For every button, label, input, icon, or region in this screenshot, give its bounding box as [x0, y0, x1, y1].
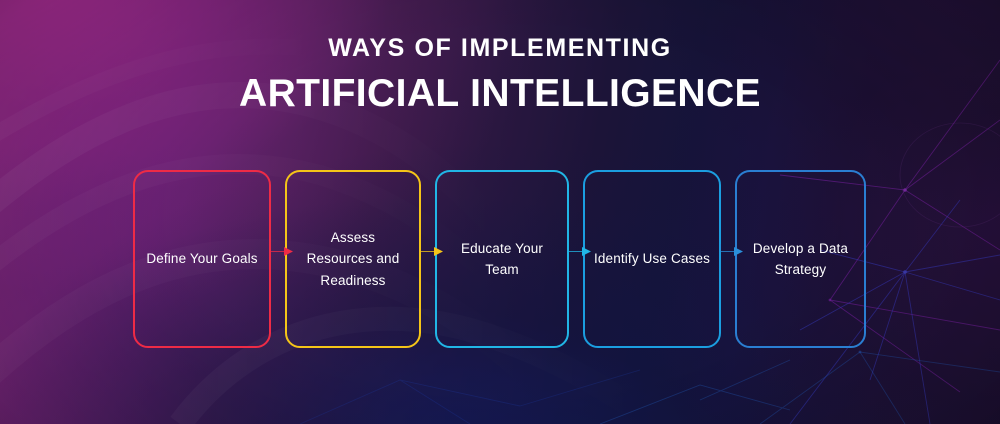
flow-step-card-4[interactable]: Identify Use Cases	[583, 170, 721, 348]
flow-arrow-icon-4	[720, 240, 744, 262]
process-flow: Define Your Goals Assess Resources and R…	[0, 170, 1000, 348]
title-line-2: ARTIFICIAL INTELLIGENCE	[239, 72, 761, 115]
flow-step-label-1: Define Your Goals	[146, 251, 258, 267]
title-line-1: WAYS OF IMPLEMENTING	[328, 34, 672, 62]
flow-arrow-icon-3	[568, 240, 592, 262]
flow-step-card-5[interactable]: Develop a Data Strategy	[735, 170, 866, 348]
flow-step-card-2[interactable]: Assess Resources and Readiness	[285, 170, 421, 348]
page-title: WAYS OF IMPLEMENTING ARTIFICIAL INTELLIG…	[0, 34, 1000, 115]
flow-arrow-icon-2	[420, 240, 444, 262]
flow-step-label-5: Develop a Data Strategy	[752, 240, 849, 277]
flow-arrow-icon-1	[270, 240, 294, 262]
flow-step-card-3[interactable]: Educate Your Team	[435, 170, 569, 348]
flow-step-label-4: Identify Use Cases	[594, 251, 710, 267]
flow-step-label-3: Educate Your Team	[460, 240, 544, 277]
flow-step-card-1[interactable]: Define Your Goals	[133, 170, 271, 348]
flow-step-label-2: Assess Resources and Readiness	[306, 230, 400, 288]
